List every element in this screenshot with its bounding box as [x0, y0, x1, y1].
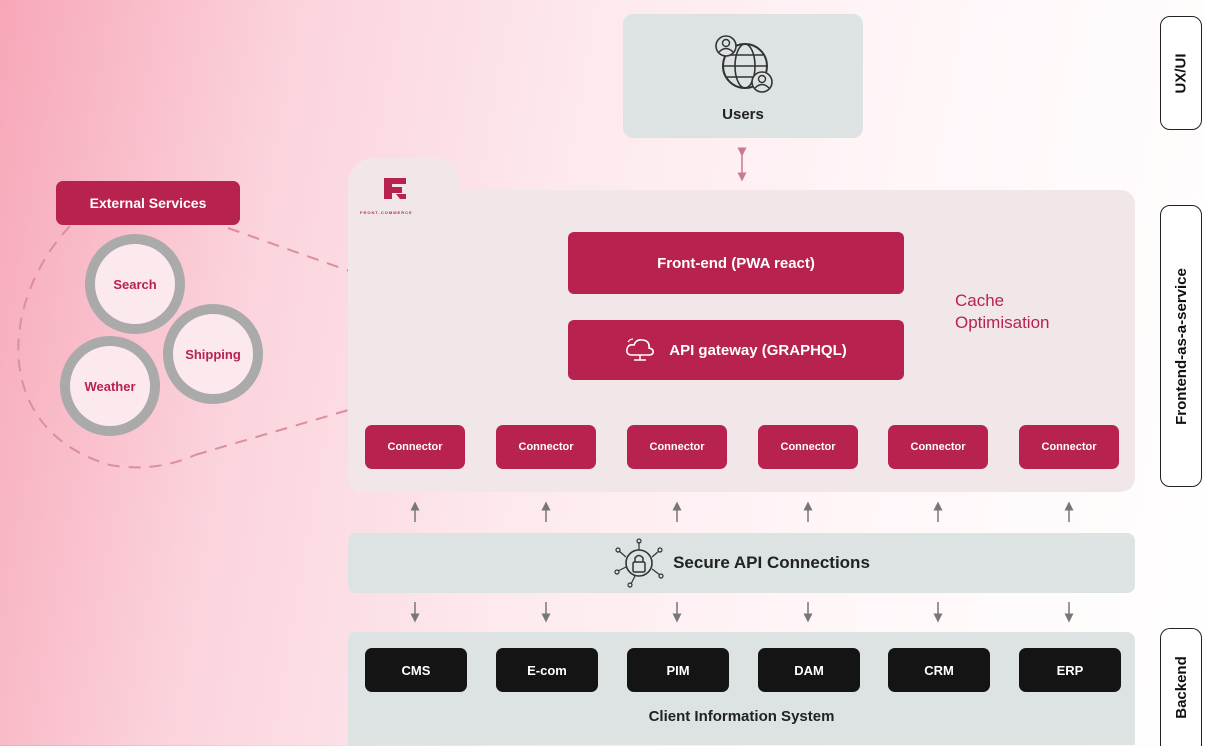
- service-search: Search: [85, 234, 185, 334]
- secure-api-label: Secure API Connections: [673, 553, 870, 572]
- connector-box: Connector: [1019, 425, 1119, 469]
- side-label-backend: Backend: [1160, 628, 1202, 746]
- service-weather: Weather: [60, 336, 160, 436]
- external-services-box: External Services: [56, 181, 240, 225]
- cache-optimisation-label: Cache Optimisation: [955, 290, 1049, 334]
- system-erp: ERP: [1019, 648, 1121, 692]
- cache-label-line-1: Cache: [955, 291, 1005, 310]
- frontend-pwa-box: Front-end (PWA react): [568, 232, 904, 294]
- cache-label-line-2: Optimisation: [955, 313, 1050, 332]
- lock-network-icon: [614, 538, 664, 588]
- api-gateway-box: API gateway (GRAPHQL): [568, 320, 904, 380]
- system-pim: PIM: [627, 648, 729, 692]
- connector-box: Connector: [758, 425, 858, 469]
- frontend-label: Front-end (PWA react): [657, 254, 815, 272]
- system-cms: CMS: [365, 648, 467, 692]
- secure-api-box: Secure API Connections: [348, 533, 1135, 593]
- backend-box: Client Information System: [348, 632, 1135, 745]
- cloud-icon: [626, 338, 655, 361]
- connector-box: Connector: [888, 425, 988, 469]
- system-dam: DAM: [758, 648, 860, 692]
- system-ecom: E-com: [496, 648, 598, 692]
- side-label-frontend: Frontend-as-a-service: [1160, 205, 1202, 487]
- api-gateway-label: API gateway (GRAPHQL): [669, 341, 847, 359]
- side-label-ux: UX/UI: [1160, 16, 1202, 130]
- service-shipping: Shipping: [163, 304, 263, 404]
- globe-users-icon: [715, 35, 773, 93]
- logo-text: FRONT-COMMERCE: [360, 210, 413, 215]
- connector-box: Connector: [365, 425, 465, 469]
- system-crm: CRM: [888, 648, 990, 692]
- users-label: Users: [722, 106, 764, 123]
- client-information-system-label: Client Information System: [648, 708, 835, 725]
- front-commerce-logo-icon: [384, 178, 406, 199]
- connector-box: Connector: [496, 425, 596, 469]
- connector-box: Connector: [627, 425, 727, 469]
- users-box: Users: [623, 14, 863, 138]
